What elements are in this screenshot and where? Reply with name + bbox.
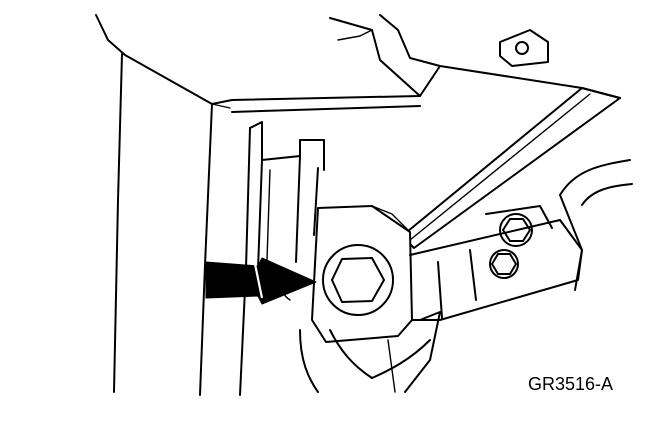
diagonal-strut [401,87,621,249]
hex-bolt-icon [322,244,394,316]
lower-bracket [409,205,583,321]
right-body [559,159,633,291]
hex-nut-upper [499,213,533,247]
upper-bracket [211,14,621,113]
mounting-plate [311,205,413,343]
lower-harness [283,287,441,393]
figure-reference-code: GR3516-A [528,374,614,394]
mounting-tab [499,29,549,67]
direction-arrow-icon [205,257,317,305]
vertical-post [239,121,325,396]
trim-panel [95,14,231,396]
hex-nut-lower [489,249,519,279]
